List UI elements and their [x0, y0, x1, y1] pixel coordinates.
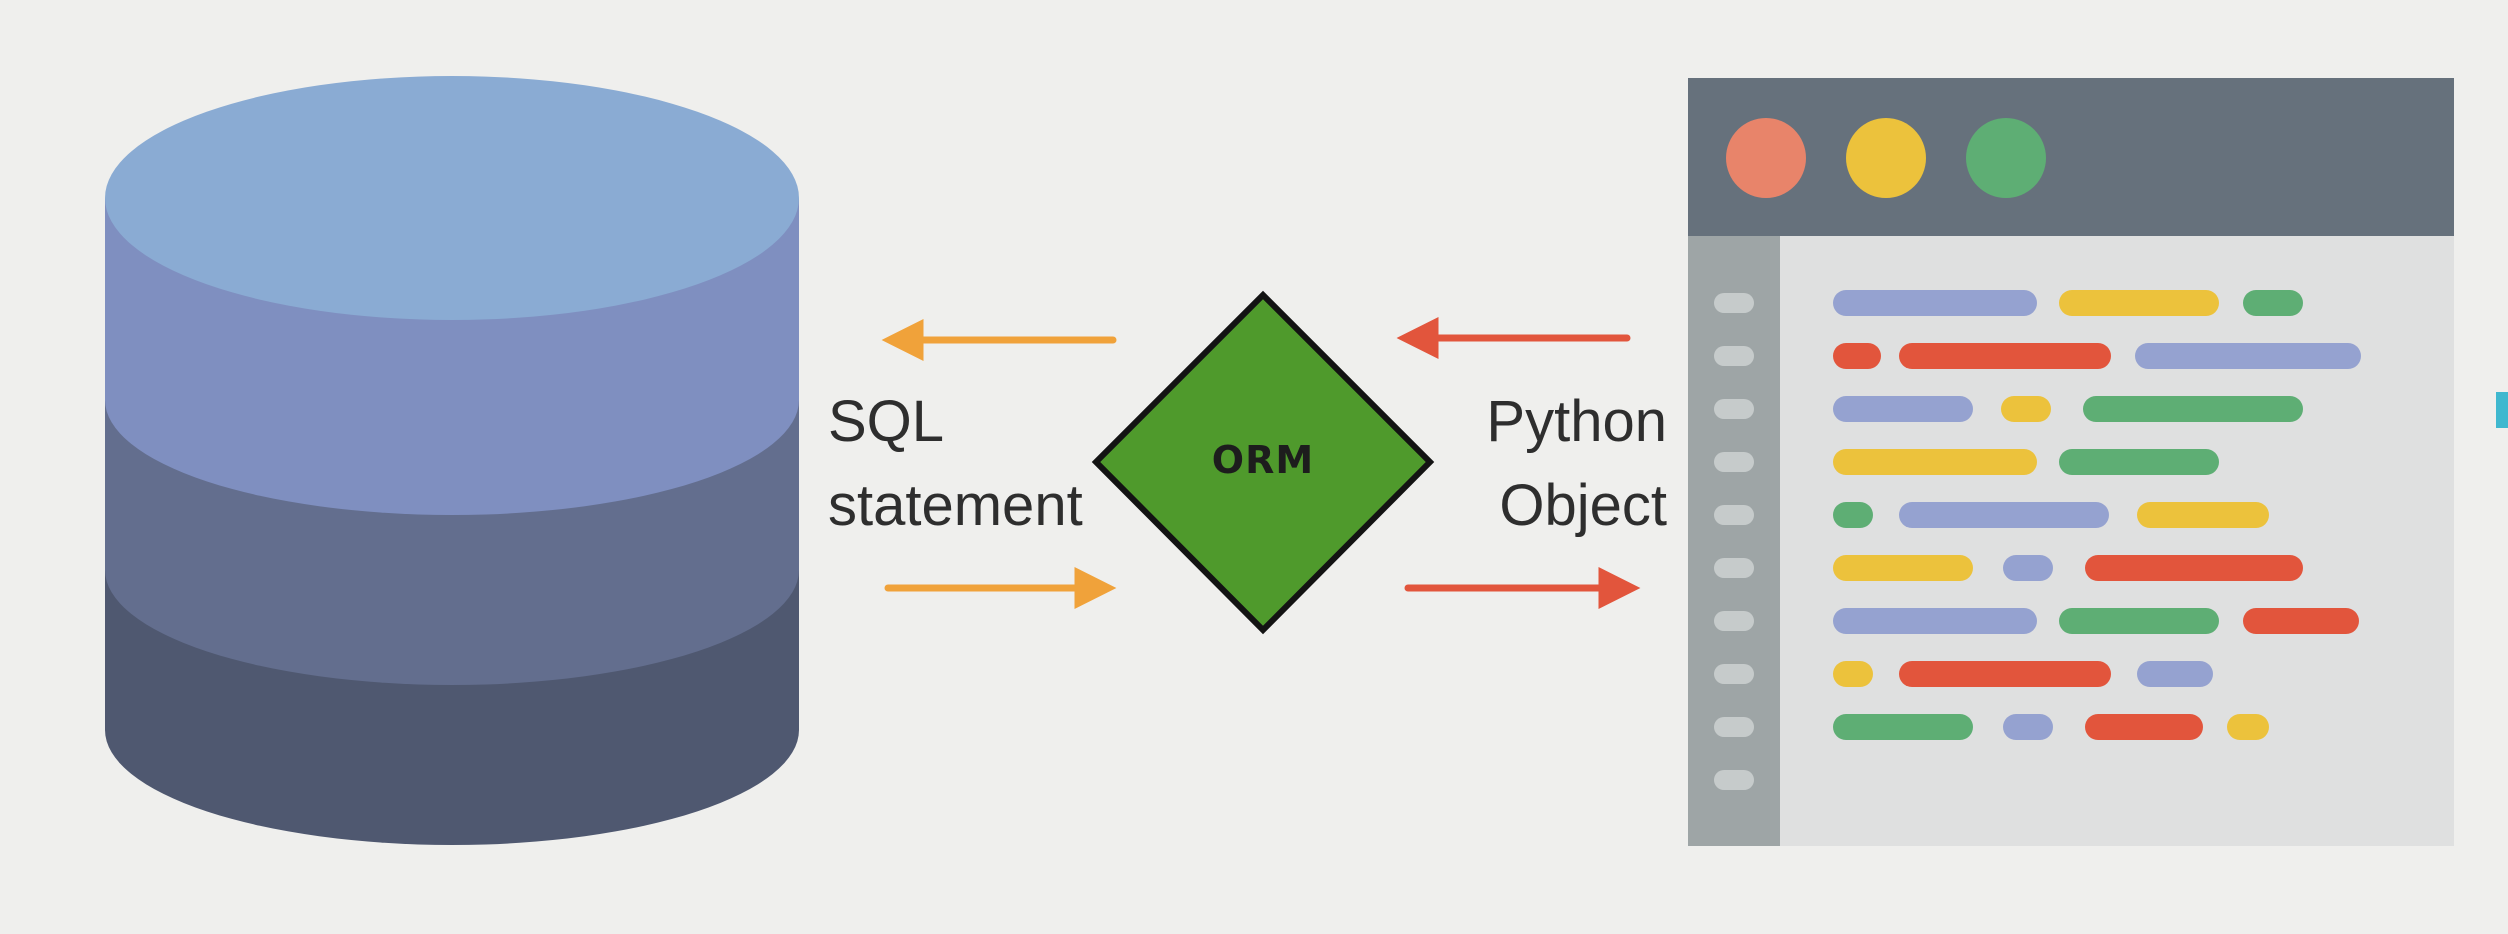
gutter-markers: [1714, 293, 1754, 790]
window-close-dot: [1726, 118, 1806, 198]
window-maximize-dot: [1966, 118, 2046, 198]
code-lines: [1833, 290, 2361, 740]
edge-marker: [2496, 392, 2508, 428]
python-object-label: Python Object: [1455, 380, 1667, 548]
python-label-line-1: Python: [1486, 389, 1667, 454]
sql-statement-label: SQL statement: [828, 380, 1083, 548]
editor-header: [1688, 78, 2454, 236]
sql-label-line-1: SQL: [828, 389, 945, 454]
python-label-line-2: Object: [1499, 473, 1667, 538]
orm-label: ORM: [1211, 438, 1315, 482]
database-top: [105, 76, 799, 320]
database-icon: [105, 76, 799, 845]
window-minimize-dot: [1846, 118, 1926, 198]
code-editor-icon: [1688, 78, 2454, 846]
orm-diamond: [1091, 290, 1435, 635]
editor-gutter: [1688, 236, 1780, 846]
sql-label-line-2: statement: [828, 473, 1083, 538]
